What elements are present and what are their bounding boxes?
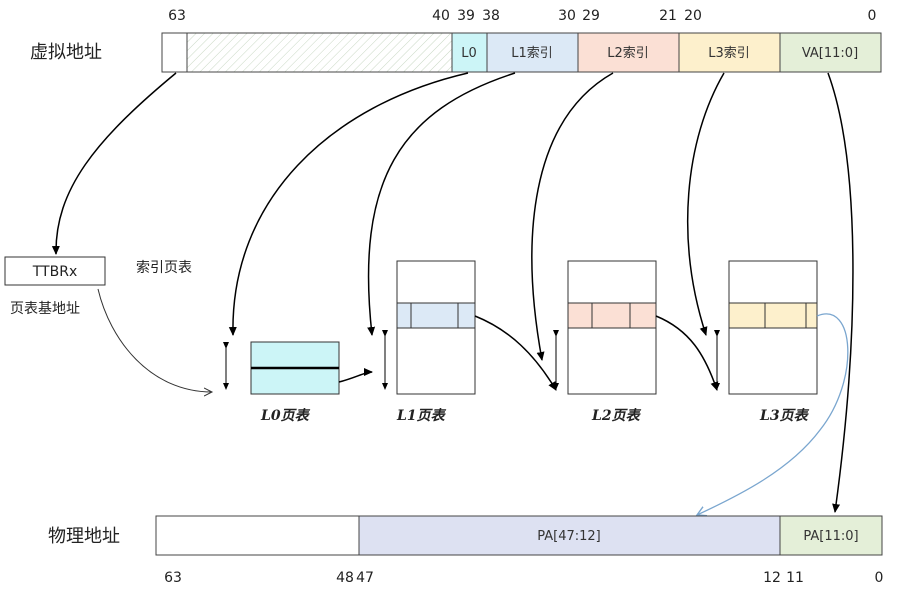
arrow-l3-entry-to-pa bbox=[697, 313, 849, 515]
va-field-sign bbox=[161, 32, 188, 73]
arrow-l2-entry-to-l3 bbox=[655, 315, 719, 391]
ttbr-caption: 页表基地址 bbox=[10, 300, 80, 317]
pa-bit-11: 11 bbox=[786, 570, 804, 586]
pa-bar: PA[47:12] PA[11:0] bbox=[155, 515, 883, 556]
l0-table-top bbox=[250, 341, 340, 369]
arrow-l0-entry-to-l1 bbox=[338, 368, 373, 383]
pa-bit-12: 12 bbox=[763, 570, 781, 586]
l0-table-bottom bbox=[250, 367, 340, 395]
arrow-l3-index-to-l3 bbox=[686, 72, 725, 336]
l1-table bbox=[396, 260, 476, 395]
va-field-l0 bbox=[451, 32, 488, 73]
va-bit-ticks: 63 40 39 38 30 29 21 20 0 bbox=[168, 8, 876, 24]
ttbr-label: TTBRx bbox=[32, 264, 77, 280]
va-bit-38: 38 bbox=[482, 8, 500, 24]
arrow-l0-index-to-l0 bbox=[228, 72, 469, 336]
va-bit-21: 21 bbox=[659, 8, 677, 24]
va-field-l0-label: L0 bbox=[461, 46, 477, 61]
va-field-unused bbox=[186, 32, 453, 73]
arrow-va-offset-to-pa bbox=[827, 72, 854, 513]
arrow-l2-index-to-l2 bbox=[531, 72, 614, 361]
l3-table-title: L3页表 bbox=[759, 407, 810, 424]
va-field-offset-label: VA[11:0] bbox=[802, 46, 858, 61]
l0-table bbox=[250, 341, 340, 395]
pa-bit-ticks: 63 48 47 12 11 0 bbox=[164, 570, 883, 586]
va-field-l2 bbox=[577, 32, 680, 73]
l2-table-title: L2页表 bbox=[591, 407, 642, 424]
arrow-va-to-ttbr bbox=[51, 72, 177, 255]
l3-table bbox=[728, 260, 818, 395]
arrow-ttbr-to-l0 bbox=[97, 288, 212, 392]
va-bit-29: 29 bbox=[582, 8, 600, 24]
va-field-l1 bbox=[486, 32, 579, 73]
va-bit-39: 39 bbox=[457, 8, 475, 24]
pa-field-high bbox=[155, 515, 360, 556]
l1-table-title: L1页表 bbox=[396, 407, 447, 424]
l2-table bbox=[567, 260, 657, 395]
l0-table-title: L0页表 bbox=[260, 407, 311, 424]
l1-table-entry bbox=[396, 302, 476, 329]
pa-field-offset-label: PA[11:0] bbox=[803, 529, 858, 544]
va-bit-63: 63 bbox=[168, 8, 186, 24]
va-bit-20: 20 bbox=[684, 8, 702, 24]
ttbr-box bbox=[4, 256, 106, 286]
index-table-label: 索引页表 bbox=[136, 259, 192, 276]
arrow-l1-index-to-l1 bbox=[367, 72, 516, 336]
va-bit-40: 40 bbox=[432, 8, 450, 24]
va-field-l1-label: L1索引 bbox=[511, 46, 553, 61]
va-field-l2-label: L2索引 bbox=[607, 46, 649, 61]
va-field-l3-label: L3索引 bbox=[708, 46, 750, 61]
va-bar: L0 L1索引 L2索引 L3索引 VA[11:0] bbox=[161, 32, 882, 73]
va-bit-30: 30 bbox=[558, 8, 576, 24]
pa-bit-0: 0 bbox=[875, 570, 884, 586]
pa-field-page bbox=[358, 515, 781, 556]
va-bit-0: 0 bbox=[868, 8, 877, 24]
va-field-offset bbox=[779, 32, 882, 73]
pa-field-offset bbox=[779, 515, 883, 556]
pa-label: 物理地址 bbox=[48, 526, 120, 547]
l2-table-entry bbox=[567, 302, 657, 329]
va-label: 虚拟地址 bbox=[30, 42, 102, 63]
arrow-l1-entry-to-l2 bbox=[474, 315, 557, 391]
pa-field-page-label: PA[47:12] bbox=[537, 529, 601, 544]
pa-bit-63: 63 bbox=[164, 570, 182, 586]
l3-table-entry bbox=[728, 302, 818, 329]
pa-bit-47: 47 bbox=[356, 570, 374, 586]
pa-bit-48: 48 bbox=[336, 570, 354, 586]
